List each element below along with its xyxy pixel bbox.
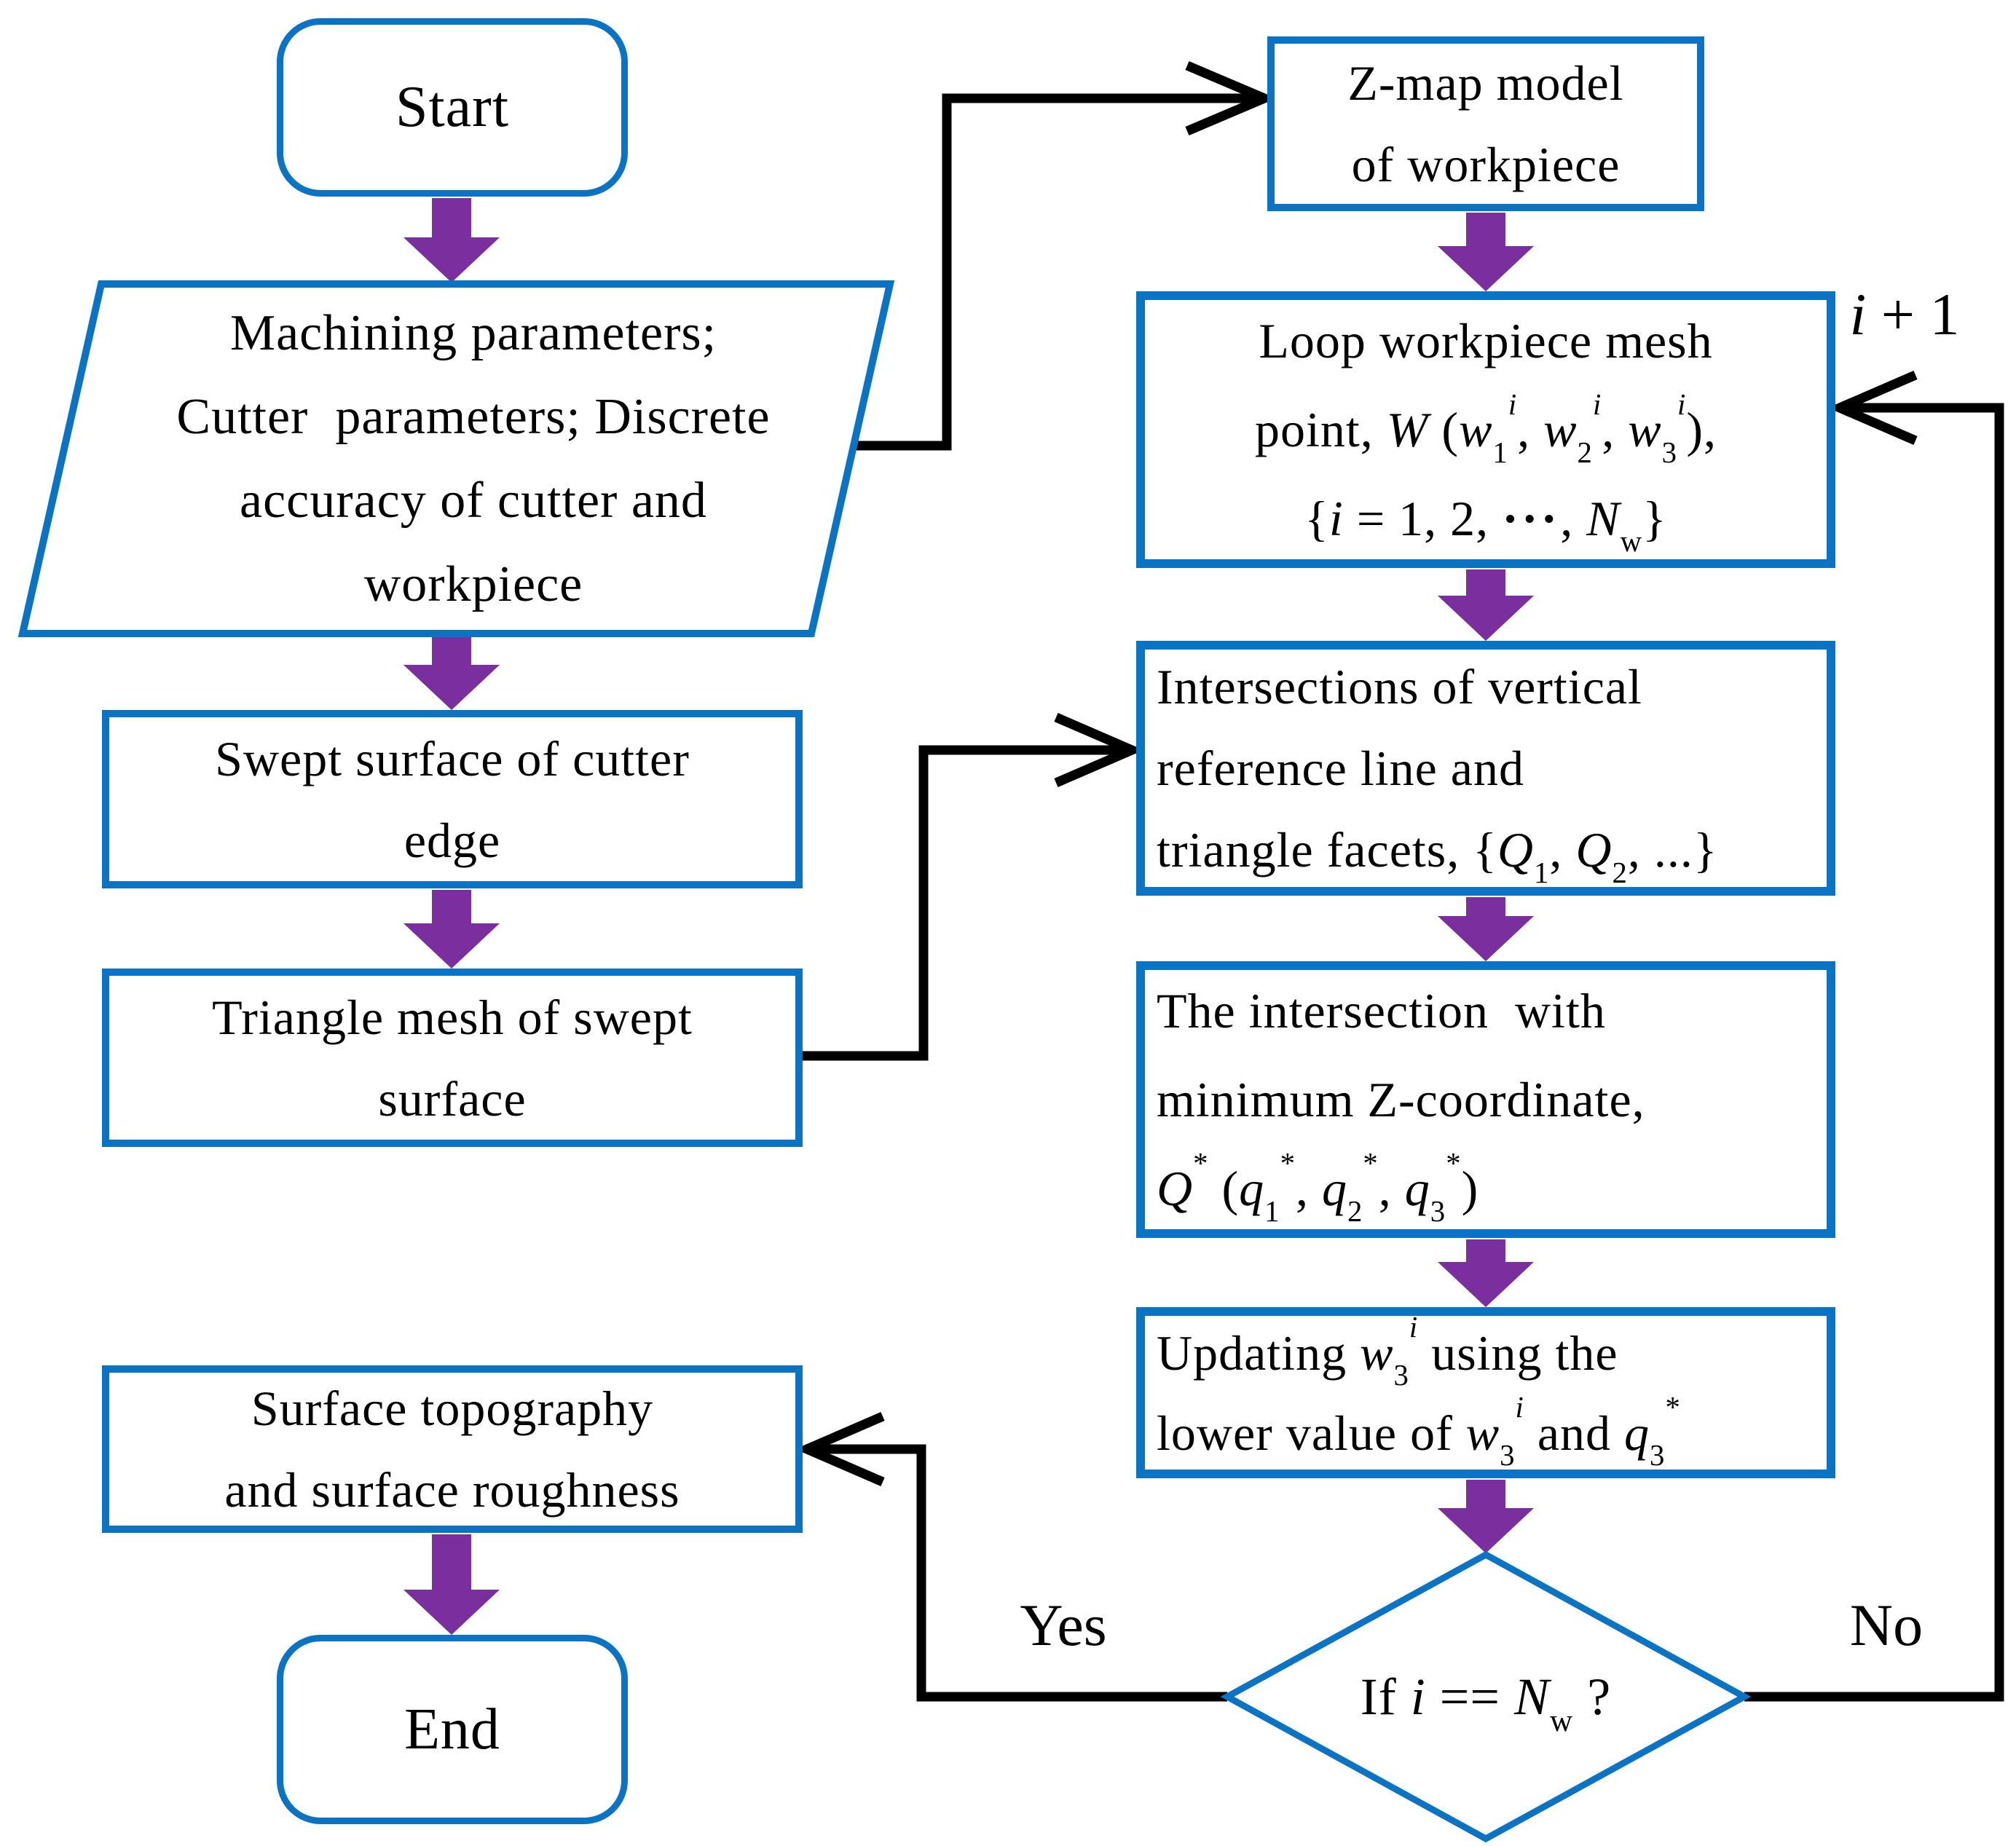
swept-surface-node: Swept surface of cutter edge bbox=[102, 710, 803, 888]
arrowhead-into-surface bbox=[795, 1412, 885, 1486]
flow-arrow-intersections-to-minz bbox=[1438, 897, 1534, 961]
params-parallelogram bbox=[17, 280, 895, 637]
increment-label: i + 1 bbox=[1849, 281, 1960, 347]
flow-arrow-swept-to-trimesh bbox=[403, 890, 500, 969]
text-line: Surface topography bbox=[251, 1381, 654, 1436]
connector-params-to-zmap bbox=[845, 93, 1257, 451]
arrowhead-into-loop bbox=[1827, 371, 1918, 445]
arrowhead-into-intersections bbox=[1054, 713, 1144, 787]
text-line: surface bbox=[378, 1070, 527, 1127]
decision-node-text: If i == Nw ? bbox=[1227, 1555, 1744, 1839]
text-line: workpiece bbox=[363, 556, 583, 612]
connector-no-loopback bbox=[1744, 403, 2004, 1702]
flow-arrow-loop-to-intersections bbox=[1438, 569, 1534, 641]
text-line: accuracy of cutter and bbox=[240, 473, 707, 529]
end-label: End bbox=[404, 1697, 500, 1762]
start-label: Start bbox=[395, 75, 510, 139]
text-line: Q* (q1*, q2*, q3*) bbox=[1157, 1146, 1479, 1228]
text-line: {i = 1, 2, ···, Nw} bbox=[1304, 491, 1667, 558]
connector-yes-to-surface bbox=[813, 1444, 1227, 1702]
intersections-node: Intersections of vertical reference line… bbox=[1136, 641, 1835, 896]
flow-arrow-minz-to-updating bbox=[1438, 1239, 1534, 1307]
arrowhead-into-zmap bbox=[1185, 61, 1277, 135]
decision-diamond bbox=[1220, 1550, 1752, 1843]
text-line: lower value of w3i and q3* bbox=[1157, 1391, 1681, 1472]
text-line: Z-map model bbox=[1347, 55, 1624, 111]
no-branch-label: No bbox=[1849, 1592, 1924, 1658]
text-line: reference line and bbox=[1157, 741, 1524, 796]
text-line: triangle facets, {Q1, Q2, ...} bbox=[1157, 822, 1718, 889]
text-line: edge bbox=[403, 812, 501, 868]
triangle-mesh-node: Triangle mesh of swept surface bbox=[102, 969, 803, 1147]
end-node: End bbox=[277, 1635, 628, 1824]
text-line: Intersections of vertical bbox=[1157, 659, 1642, 714]
text-line: and surface roughness bbox=[224, 1462, 680, 1518]
text-line: Triangle mesh of swept bbox=[212, 989, 693, 1045]
loop-mesh-point-node: Loop workpiece mesh point, W (w1i, w2i, … bbox=[1136, 291, 1835, 568]
text-line: point, W (w1i, w2i, w3i), bbox=[1254, 387, 1717, 469]
connector-trimesh-to-intersections bbox=[798, 745, 1126, 1061]
flow-arrow-surface-to-end bbox=[403, 1534, 500, 1635]
text-line: Machining parameters; bbox=[229, 305, 717, 361]
text-line: Updating w3i using the bbox=[1157, 1311, 1618, 1392]
flow-arrow-start-to-params bbox=[403, 198, 500, 283]
text-line: minimum Z-coordinate, bbox=[1157, 1072, 1645, 1127]
yes-branch-label: Yes bbox=[1020, 1592, 1107, 1658]
zmap-node: Z-map model of workpiece bbox=[1267, 36, 1704, 211]
updating-node: Updating w3i using the lower value of w3… bbox=[1136, 1307, 1835, 1478]
text-line: of workpiece bbox=[1351, 137, 1621, 192]
text-line: Swept surface of cutter bbox=[215, 730, 690, 786]
flow-arrow-zmap-to-loop bbox=[1438, 213, 1534, 291]
text-line: Loop workpiece mesh bbox=[1259, 313, 1713, 368]
start-node: Start bbox=[277, 18, 628, 197]
params-node-text: Machining parameters; Cutter parameters;… bbox=[44, 291, 903, 626]
surface-topography-node: Surface topography and surface roughness bbox=[102, 1365, 803, 1533]
text-line: Cutter parameters; Discrete bbox=[176, 389, 771, 445]
decision-label: If i == Nw ? bbox=[1360, 1667, 1612, 1738]
flow-arrow-params-to-swept bbox=[403, 634, 500, 710]
text-line: The intersection with bbox=[1157, 983, 1606, 1038]
min-z-intersection-node: The intersection with minimum Z-coordina… bbox=[1136, 961, 1835, 1238]
flow-arrow-updating-to-decision bbox=[1438, 1480, 1534, 1553]
